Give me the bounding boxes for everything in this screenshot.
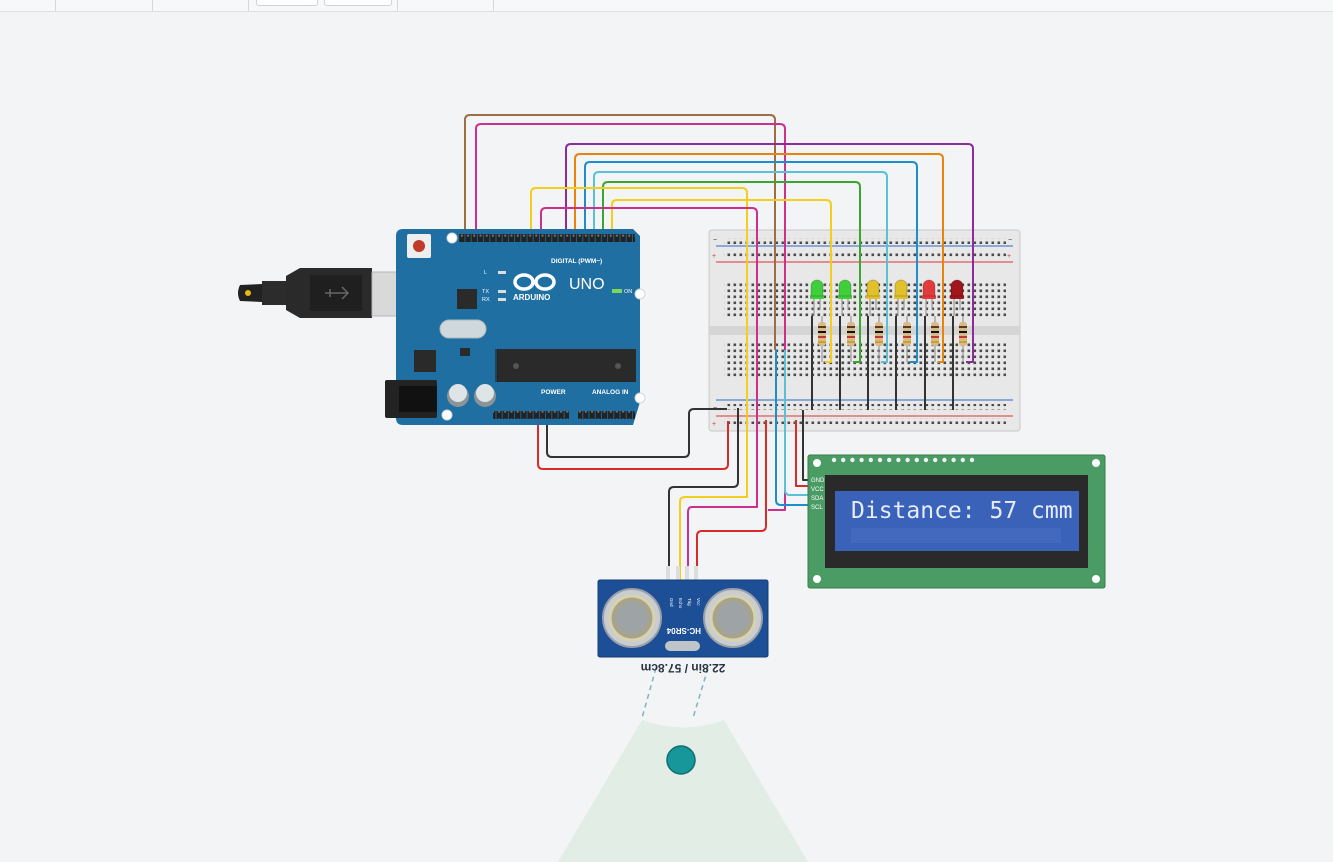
wire-brown xyxy=(464,114,776,350)
on-led-label: ON xyxy=(624,289,632,295)
sensor-detection-area xyxy=(558,667,808,862)
arduino-uno-board[interactable]: UNO ARDUINO DIGITAL (PWM~) POWER ANALOG … xyxy=(385,229,646,425)
analog-header-label: ANALOG IN xyxy=(592,389,629,396)
board-model-label: UNO xyxy=(569,276,605,293)
board-brand-label: ARDUINO xyxy=(513,293,550,302)
resistor[interactable] xyxy=(931,316,939,362)
sensor-distance-readout: 22.8in / 57.8cm xyxy=(641,661,726,675)
lcd-pin-label-vcc: VCC xyxy=(811,487,824,493)
wire-red-lcd xyxy=(795,420,812,487)
toolbar xyxy=(0,0,1333,12)
target-object-handle[interactable] xyxy=(666,745,696,775)
resistor[interactable] xyxy=(903,316,911,362)
led[interactable] xyxy=(866,279,880,316)
wire-magenta-top xyxy=(475,123,786,511)
sensor-model-label: HC-SR04 xyxy=(666,626,701,635)
led[interactable] xyxy=(810,279,824,316)
toolbar-divider xyxy=(248,0,249,11)
wires[interactable] xyxy=(464,114,974,582)
lcd-module[interactable]: Distance: 57 cmm GND VCC SDA SCL xyxy=(807,454,1106,589)
wire-black-gnd xyxy=(546,408,727,458)
wire-blue xyxy=(584,161,918,363)
resistor[interactable] xyxy=(959,316,967,362)
ultrasonic-sensor[interactable]: HC-SR04 Gnd Echo Trig Vcc 22.8in / 57.8c… xyxy=(597,566,769,675)
wire-yellow-led xyxy=(611,199,832,363)
wire-red-sensor xyxy=(696,420,767,582)
led[interactable] xyxy=(894,279,908,316)
toolbar-button[interactable] xyxy=(324,0,392,6)
rx-led-label: RX xyxy=(482,297,490,303)
led[interactable] xyxy=(950,279,964,316)
resistor-group[interactable] xyxy=(818,316,967,362)
lcd-pin-label-sda: SDA xyxy=(811,496,823,502)
sensor-pin-gnd-label: Gnd xyxy=(669,598,674,607)
wire-purple xyxy=(565,143,974,363)
led[interactable] xyxy=(922,279,936,316)
led[interactable] xyxy=(838,279,852,316)
lcd-pin-label-gnd: GND xyxy=(811,478,825,484)
resistor[interactable] xyxy=(818,316,826,362)
toolbar-button[interactable] xyxy=(256,0,318,6)
digital-header-label: DIGITAL (PWM~) xyxy=(551,258,602,265)
wire-cyan xyxy=(593,171,888,363)
svg-text:+: + xyxy=(1007,253,1011,260)
lcd-display-text: Distance: 57 cmm xyxy=(851,498,1073,524)
wire-cyan-sda xyxy=(784,350,812,496)
toolbar-divider xyxy=(397,0,398,11)
resistor[interactable] xyxy=(875,316,883,362)
sensor-pin-vcc-label: Vcc xyxy=(696,598,701,606)
svg-text:+: + xyxy=(712,253,716,260)
led-group[interactable] xyxy=(810,279,964,316)
svg-text:−: − xyxy=(1008,237,1012,244)
wire-black-sensor xyxy=(668,408,739,582)
toolbar-divider xyxy=(493,0,494,11)
wire-orange xyxy=(574,153,944,363)
svg-text:−: − xyxy=(713,237,717,244)
wire-yellow-trig xyxy=(530,187,748,582)
wire-red-5v xyxy=(537,414,729,470)
arduino-logo-icon xyxy=(513,273,556,291)
sensor-pin-trig-label: Trig xyxy=(687,598,692,606)
toolbar-divider xyxy=(55,0,56,11)
wire-blue-scl xyxy=(775,350,812,506)
tx-led-label: TX xyxy=(482,289,489,295)
power-header-label: POWER xyxy=(541,389,566,396)
toolbar-divider xyxy=(152,0,153,11)
reset-button[interactable] xyxy=(413,240,425,252)
l-led-label: L xyxy=(484,270,487,276)
wire-green xyxy=(602,181,861,363)
wire-magenta-echo xyxy=(540,207,758,582)
lcd-pin-label-scl: SCL xyxy=(811,505,823,511)
sensor-pin-echo-label: Echo xyxy=(678,598,683,609)
resistor[interactable] xyxy=(847,316,855,362)
svg-text:+: + xyxy=(712,421,716,428)
